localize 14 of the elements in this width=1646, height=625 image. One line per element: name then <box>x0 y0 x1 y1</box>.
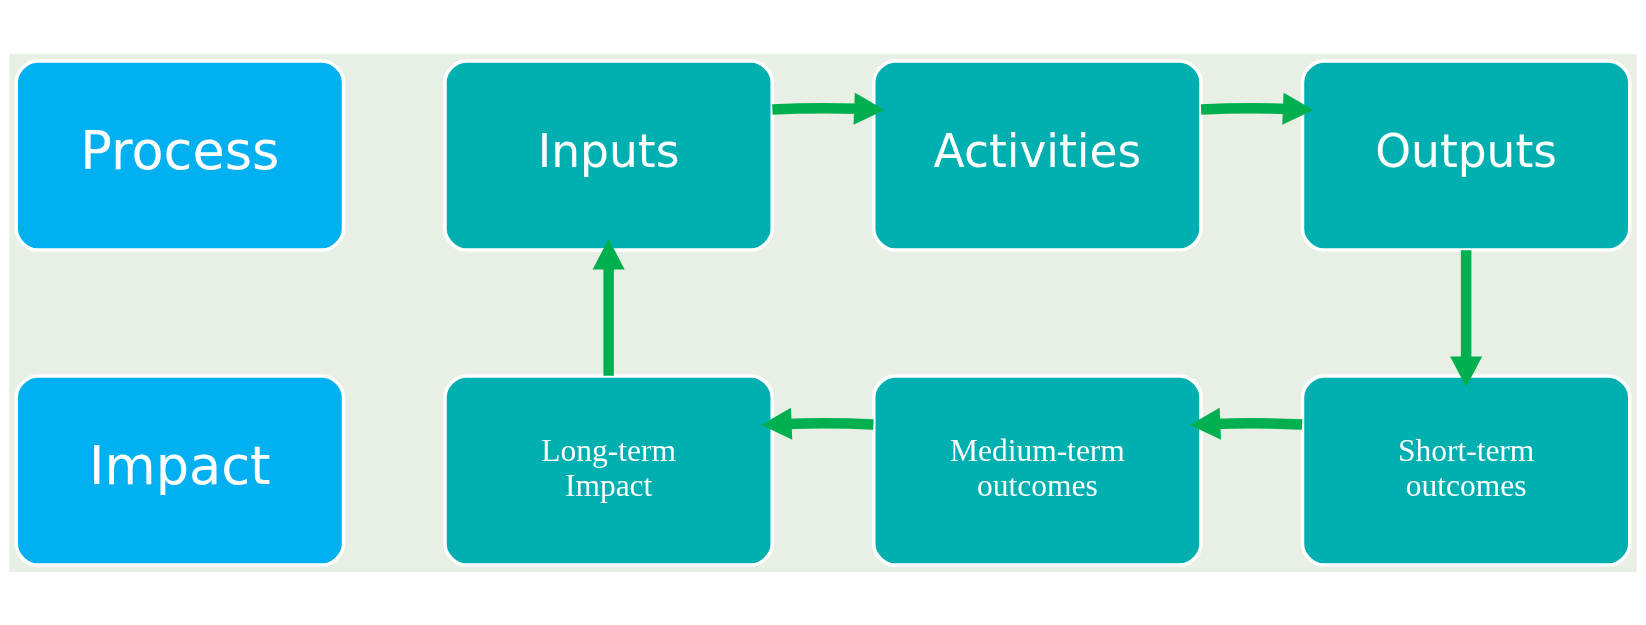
node-box: Inputs <box>443 58 774 252</box>
arrow <box>1200 92 1314 125</box>
arrow <box>761 407 874 440</box>
arrow <box>772 92 885 125</box>
node-box: Short-term outcomes <box>1300 373 1632 567</box>
node-box: Activities <box>872 58 1203 252</box>
arrow <box>1450 249 1483 387</box>
node-box: Long-term Impact <box>443 373 774 567</box>
node-box: Process <box>14 58 346 252</box>
node-box: Outputs <box>1300 58 1632 252</box>
arrow <box>592 238 625 376</box>
node-box: Medium-term outcomes <box>872 373 1203 567</box>
node-box: Impact <box>14 373 346 567</box>
arrow <box>1189 407 1303 440</box>
